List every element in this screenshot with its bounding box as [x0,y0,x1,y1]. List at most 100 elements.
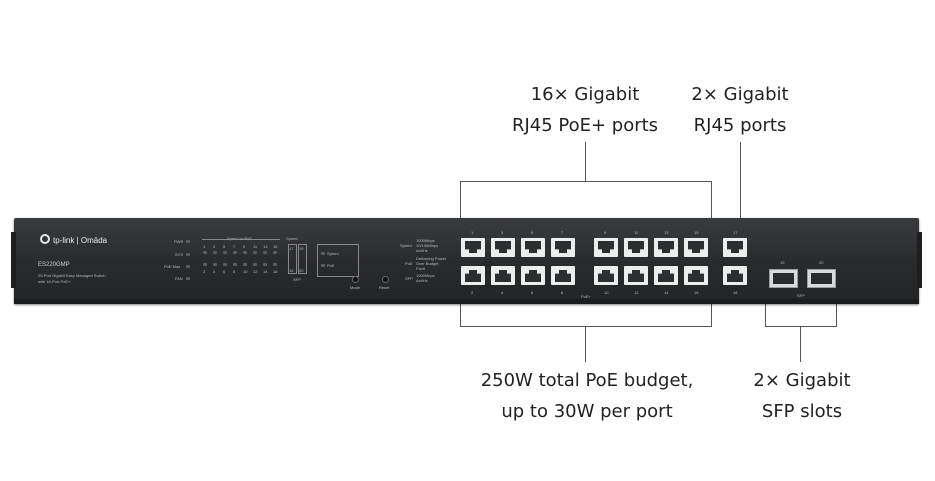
callout-poe-budget-line1: 250W total PoE budget, [480,370,694,391]
mode-button-label: Mode [350,285,361,290]
rj45-port[interactable] [521,266,545,285]
rj45-port[interactable] [624,266,648,285]
rj45-port[interactable] [723,238,747,257]
callout-poe-budget-line2: up to 30W per port [501,401,673,422]
rj45-port[interactable] [491,266,515,285]
legend-speed-title: Speed [400,243,412,248]
mode-indicator-box [317,244,359,277]
odd-port-led [253,251,257,254]
led-label-fan: FAN [175,276,183,281]
rj45-port[interactable] [551,238,575,257]
legend-speed-item-2: 10/100Mbps [416,243,439,248]
fan-led [186,277,190,280]
poe-max-led [186,265,190,268]
sfp-led-box-19-20 [298,244,307,274]
odd-port-led [203,251,207,254]
mode-speed-led [321,252,325,255]
description-line1: 20-Port Gigabit Easy Managed Switch [38,273,106,278]
poe-ports-leader-line [585,142,586,181]
sfp-led-number-18: 18 [289,268,294,273]
rj45-port[interactable] [594,238,618,257]
even-port-led [213,263,217,266]
rj45-port[interactable] [684,238,708,257]
brand-label: tp-link | Omāda [53,236,108,245]
mode-option-speed: Speed [327,251,339,256]
callout-poe-budget: 250W total PoE budget, up to 30W per por… [474,365,700,427]
even-led-number: 12 [253,269,258,274]
pwr-led [186,240,190,243]
led-label-pwr: PWR [174,239,184,244]
callout-rj45-ports-line2: RJ45 ports [693,115,787,136]
port-number-bottom: 12 [634,290,639,295]
sfp-slot-19[interactable] [769,269,798,288]
led-label-poe-max: PoE Max [164,264,181,269]
odd-port-led [263,251,267,254]
port-number-bottom: 8 [561,290,564,295]
rj45-port[interactable] [594,266,618,285]
speed-or-poe-label: Speed or PoE [227,236,252,241]
even-led-number: 2 [203,269,206,274]
description-line2: with 16-Port PoE+ [38,279,71,284]
odd-led-number: 1 [203,244,206,249]
rj45-port[interactable] [723,266,747,285]
port-number-top: 13 [664,230,669,235]
even-led-number: 10 [243,269,248,274]
odd-port-led [243,251,247,254]
model-label: ES220GMP [38,262,70,268]
even-port-led [253,263,257,266]
sfp-led-box-17-18 [288,244,297,274]
sfp-slots-label: SFP [797,293,805,298]
even-port-led [233,263,237,266]
odd-led-number: 9 [243,244,246,249]
sfp-number-20: 20 [819,260,824,265]
reset-button-label: Reset [379,285,390,290]
port-number-top: 9 [604,230,607,235]
port-number-top: 17 [733,230,738,235]
port-number-top: 3 [501,230,504,235]
callout-poe-ports: 16× Gigabit RJ45 PoE+ ports [500,79,670,141]
led-label-sys: SYS [175,252,184,257]
port-number-top: 1 [471,230,474,235]
callout-rj45-ports-line1: 2× Gigabit [691,84,789,105]
callout-sfp-slots-line1: 2× Gigabit [753,370,851,391]
legend-sfp-item-1: 1000Mbps [416,273,435,278]
panel-bottom-edge [14,299,919,304]
rj45-port[interactable] [551,266,575,285]
odd-port-led [233,251,237,254]
port-number-bottom: 10 [604,290,609,295]
rj45-port[interactable] [491,238,515,257]
odd-led-number: 11 [253,244,258,249]
rj45-port[interactable] [461,266,485,285]
legend-sfp-item-2: Act/Hz [416,278,428,283]
odd-led-number: 13 [263,244,268,249]
even-led-number: 14 [263,269,268,274]
callout-poe-ports-line2: RJ45 PoE+ ports [511,115,659,136]
rj45-port[interactable] [461,238,485,257]
port-number-bottom: 6 [531,290,534,295]
reset-button[interactable] [382,276,389,283]
odd-port-led [223,251,227,254]
rj45-port[interactable] [521,238,545,257]
sfp-slots-leader-line [800,327,801,362]
even-port-led [273,263,277,266]
sfp-slot-20[interactable] [807,269,836,288]
rj45-port[interactable] [654,238,678,257]
mode-button[interactable] [352,276,359,283]
tp-link-logo-icon [40,234,50,244]
mode-poe-led [321,264,325,267]
sfp-led-number-17: 17 [289,246,294,251]
poe-strip-label: PoE+ [581,294,591,299]
switch-front-panel: tp-link | Omāda ES220GMP 20-Port Gigabit… [11,218,922,304]
odd-led-number: 7 [233,244,236,249]
odd-led-number: 15 [273,244,278,249]
callout-rj45-ports: 2× Gigabit RJ45 ports [678,79,802,141]
even-led-number: 6 [223,269,226,274]
odd-led-number: 5 [223,244,226,249]
rj45-port[interactable] [684,266,708,285]
rj45-port[interactable] [624,238,648,257]
even-port-led [263,263,267,266]
left-rack-ear [11,232,16,288]
callout-poe-ports-line1: 16× Gigabit [530,84,640,105]
sys-led [186,253,190,256]
rj45-port[interactable] [654,266,678,285]
